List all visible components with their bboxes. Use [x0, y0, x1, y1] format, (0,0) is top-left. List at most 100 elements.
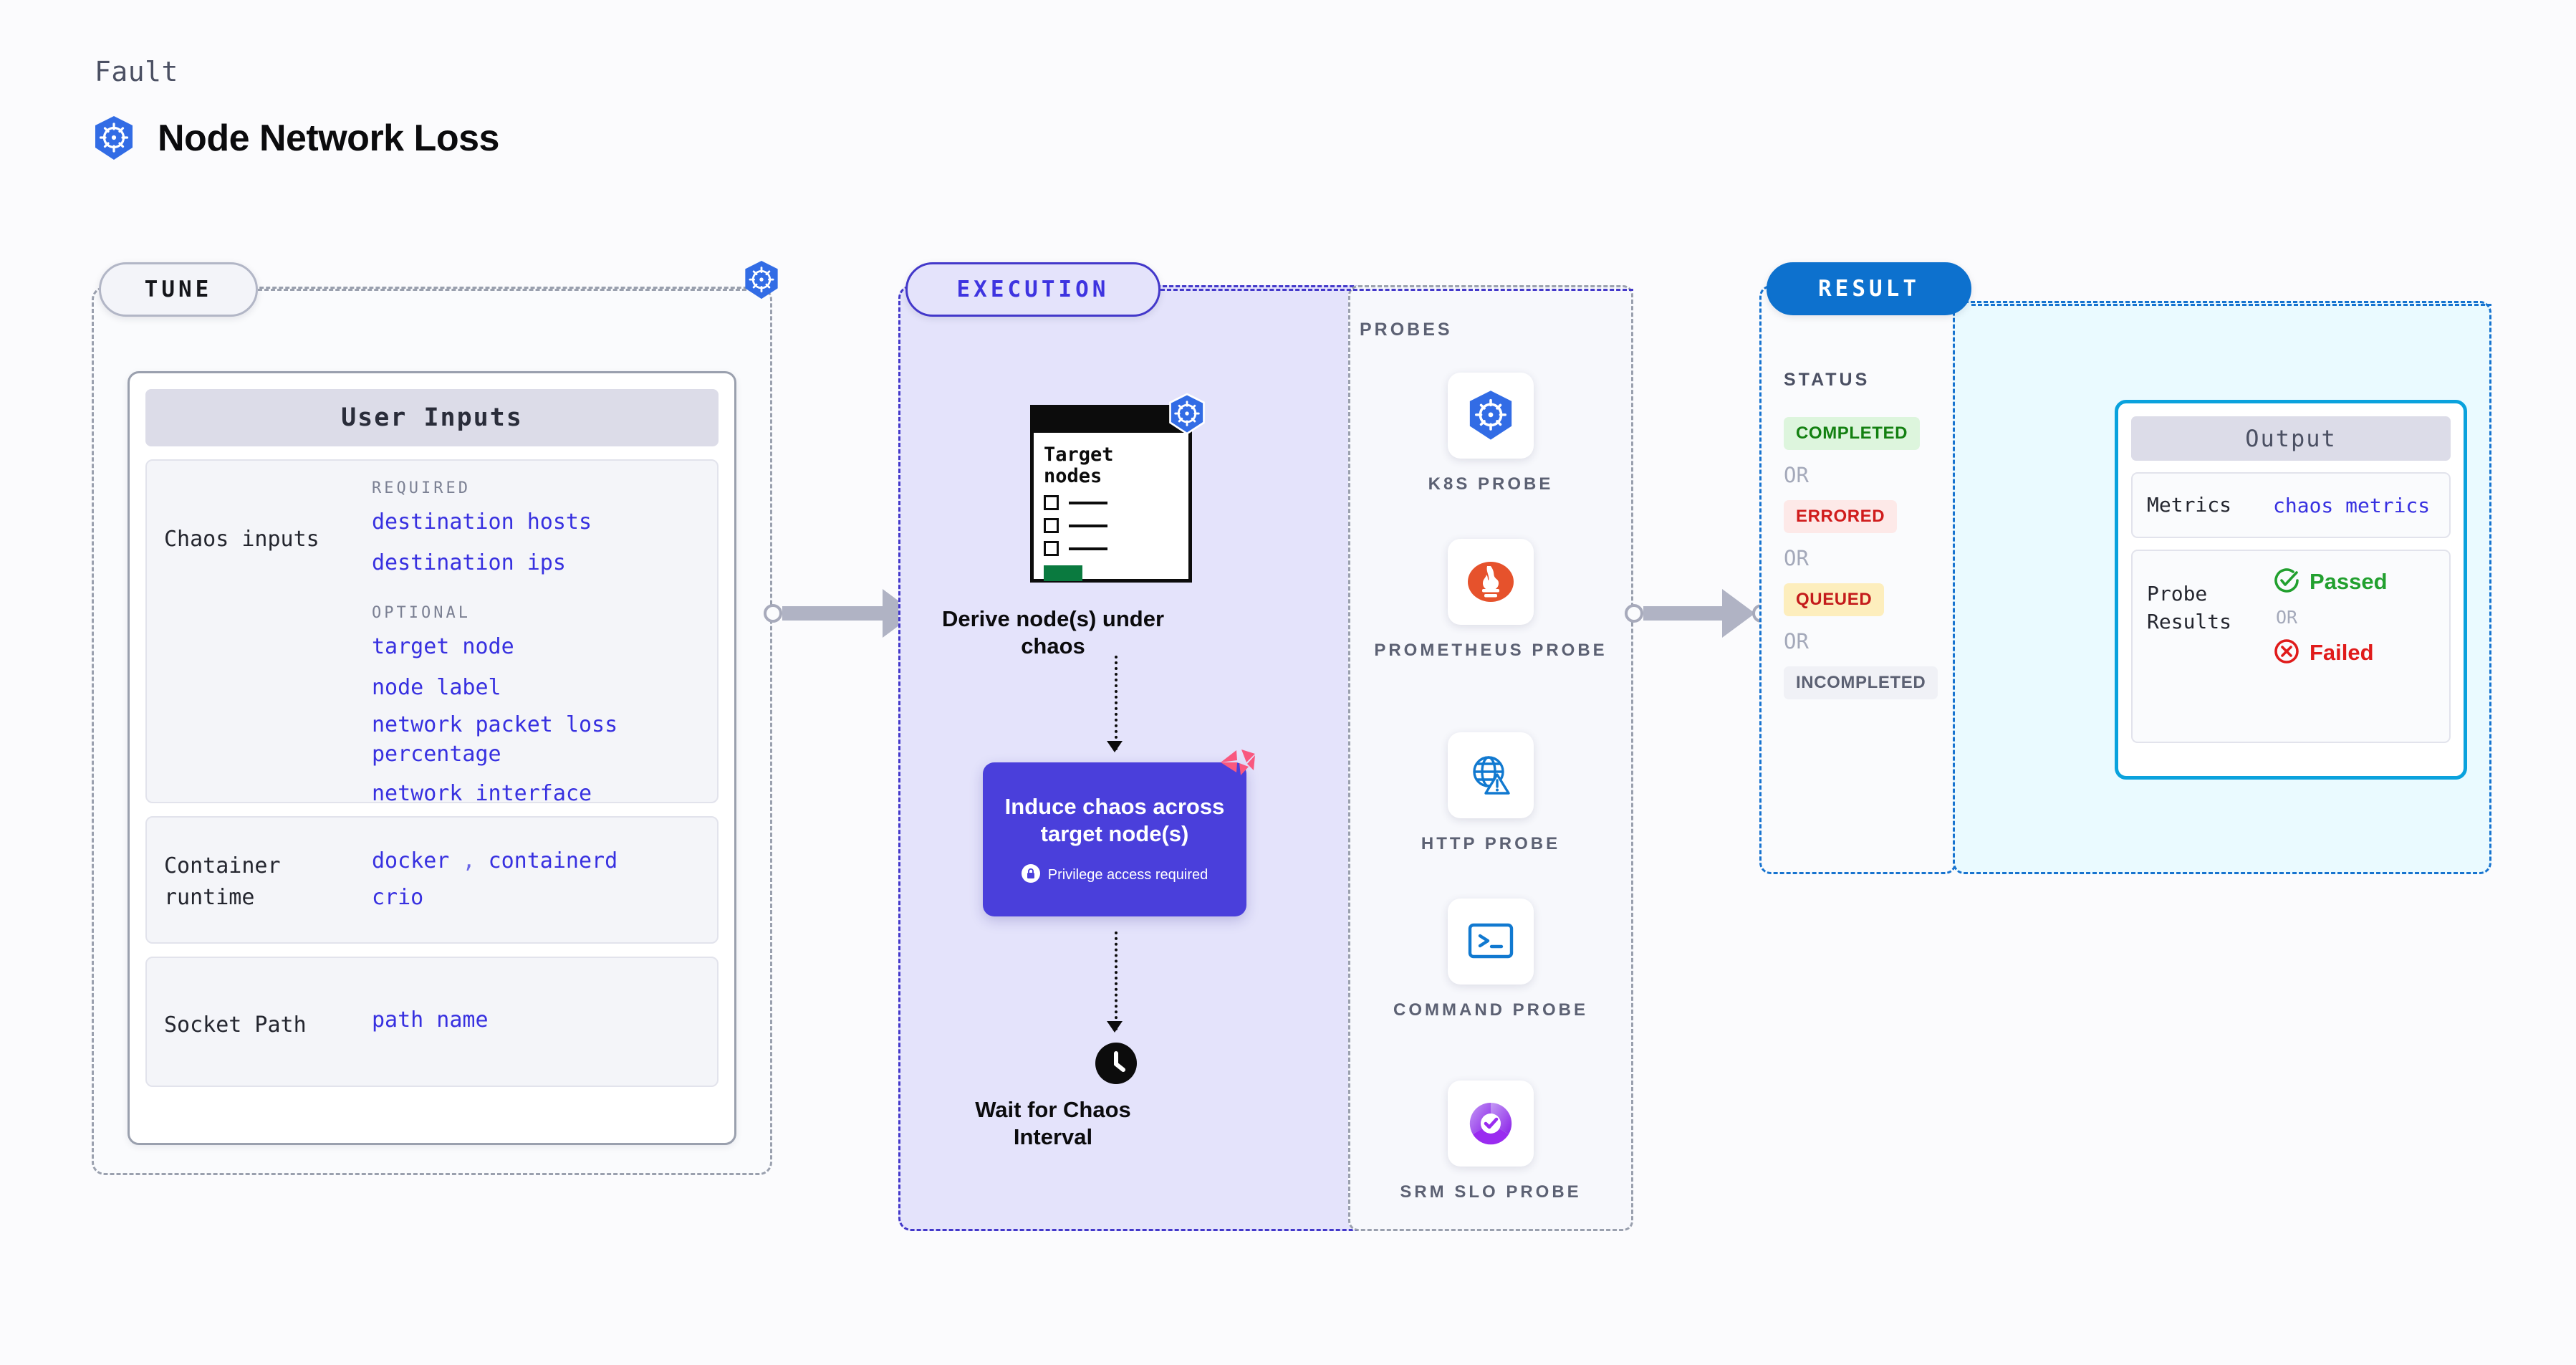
- result-status-panel: [1759, 285, 1956, 874]
- optional-heading: OPTIONAL: [372, 603, 471, 622]
- kubernetes-icon: [1448, 373, 1534, 459]
- status-list: COMPLETED OR ERRORED OR QUEUED OR INCOMP…: [1784, 417, 1948, 699]
- chaos-inputs-label: Chaos inputs: [164, 527, 319, 552]
- checkbox-icon[interactable]: [1044, 495, 1059, 511]
- connector-shaft: [782, 606, 884, 621]
- input-target-node[interactable]: target node: [372, 633, 514, 659]
- passed-text: Passed: [2310, 569, 2388, 594]
- check-circle-icon: [2273, 567, 2300, 597]
- probe-k8s[interactable]: K8S PROBE: [1348, 373, 1633, 496]
- submit-button[interactable]: [1044, 565, 1082, 582]
- list-line: [1069, 524, 1107, 527]
- chaos-inputs-section: Chaos inputs REQUIRED destination hosts …: [145, 459, 719, 806]
- clock-icon: [1095, 1043, 1137, 1087]
- runtime-docker[interactable]: docker: [372, 848, 450, 873]
- connector-shaft: [1643, 606, 1724, 621]
- tune-header-connector: [258, 289, 759, 291]
- probes-title: PROBES: [1360, 320, 1453, 340]
- socket-path-value[interactable]: path name: [372, 1007, 489, 1033]
- connector-dot-left: [1625, 604, 1643, 623]
- probe-result-failed: Failed: [2273, 638, 2388, 668]
- status-badge-incompleted: INCOMPLETED: [1784, 666, 1938, 699]
- probe-label: COMMAND PROBE: [1393, 1000, 1588, 1020]
- privilege-note-text: Privilege access required: [1047, 866, 1208, 883]
- prometheus-icon: [1448, 539, 1534, 625]
- checkbox-row[interactable]: [1044, 518, 1178, 534]
- metrics-label: Metrics: [2147, 493, 2232, 517]
- terminal-icon: [1448, 899, 1534, 985]
- list-line: [1069, 501, 1107, 504]
- required-heading: REQUIRED: [372, 479, 471, 497]
- container-runtime-label: Container runtime: [164, 853, 281, 910]
- probe-results-label: Probe Results: [2147, 582, 2232, 634]
- checkbox-row[interactable]: [1044, 495, 1178, 511]
- status-or: OR: [1784, 546, 1809, 570]
- target-nodes-card: Target nodes: [1030, 393, 1205, 583]
- page-title: Node Network Loss: [158, 118, 499, 159]
- checkbox-icon[interactable]: [1044, 541, 1059, 557]
- target-nodes-title: Target nodes: [1044, 444, 1114, 488]
- cross-circle-icon: [2273, 638, 2300, 668]
- execution-pill[interactable]: EXECUTION: [905, 262, 1160, 317]
- checkbox-icon[interactable]: [1044, 518, 1059, 534]
- execution-header-connector: [1160, 289, 1633, 291]
- metrics-section: Metrics chaos metrics: [2131, 472, 2451, 538]
- page-title-row: Node Network Loss: [92, 115, 499, 162]
- socket-path-label: Socket Path: [164, 1012, 307, 1038]
- induce-chaos-title: Induce chaos across target node(s): [1004, 793, 1225, 846]
- probe-prometheus[interactable]: PROMETHEUS PROBE: [1348, 539, 1633, 662]
- probe-label: HTTP PROBE: [1421, 834, 1561, 853]
- socket-path-section: Socket Path path name: [145, 957, 719, 1087]
- input-node-label[interactable]: node label: [372, 675, 501, 701]
- list-line: [1069, 547, 1107, 550]
- status-badge-queued: QUEUED: [1784, 583, 1885, 616]
- probe-label: K8S PROBE: [1428, 474, 1554, 494]
- output-card-title: Output: [2131, 416, 2451, 461]
- input-network-interface[interactable]: network interface: [372, 781, 592, 807]
- probe-label: SRM SLO PROBE: [1400, 1182, 1582, 1202]
- status-badge-completed: COMPLETED: [1784, 417, 1921, 450]
- connector-arrowhead: [1722, 589, 1755, 638]
- wait-interval-caption: Wait for Chaos Interval: [975, 1097, 1131, 1149]
- status-or: OR: [1784, 463, 1809, 487]
- probe-results-section: Probe Results Passed OR: [2131, 550, 2451, 743]
- page-eyebrow: Fault: [95, 56, 178, 87]
- tune-kubernetes-badge: [742, 259, 781, 304]
- browser-window: Target nodes: [1030, 393, 1205, 583]
- srm-slo-icon: [1448, 1081, 1534, 1167]
- globe-warning-icon: [1448, 732, 1534, 818]
- derive-nodes-caption: Derive node(s) under chaos: [941, 606, 1165, 658]
- kubernetes-icon: [92, 115, 136, 162]
- result-header-connector: [1971, 304, 2491, 306]
- status-badge-errored: ERRORED: [1784, 500, 1898, 533]
- lock-icon: [1021, 864, 1040, 886]
- input-network-packet-loss-percentage[interactable]: network packet loss percentage: [372, 712, 618, 767]
- connector-execution-to-result: [1625, 589, 1771, 638]
- probe-command[interactable]: COMMAND PROBE: [1348, 899, 1633, 1022]
- container-runtime-values-row: docker , containerd: [372, 846, 700, 876]
- result-pill[interactable]: RESULT: [1767, 262, 1971, 315]
- user-inputs-card: User Inputs Chaos inputs REQUIRED destin…: [128, 371, 736, 1145]
- induce-chaos-step[interactable]: Induce chaos across target node(s) Privi…: [983, 749, 1255, 916]
- input-destination-hosts[interactable]: destination hosts: [372, 509, 592, 535]
- probe-label: PROMETHEUS PROBE: [1374, 641, 1607, 660]
- probe-srm-slo[interactable]: SRM SLO PROBE: [1348, 1081, 1633, 1204]
- failed-text: Failed: [2310, 640, 2374, 665]
- status-or: OR: [1784, 629, 1809, 653]
- probe-result-or: OR: [2276, 607, 2298, 628]
- runtime-containerd[interactable]: containerd: [488, 848, 618, 873]
- output-card: Output Metrics chaos metrics Probe Resul…: [2115, 400, 2467, 780]
- browser-titlebar: [1034, 408, 1188, 433]
- harness-icon: [1218, 747, 1258, 785]
- probe-http[interactable]: HTTP PROBE: [1348, 732, 1633, 856]
- connector-dot-left: [764, 604, 782, 623]
- user-inputs-title: User Inputs: [145, 389, 719, 446]
- runtime-crio[interactable]: crio: [372, 885, 424, 911]
- input-destination-ips[interactable]: destination ips: [372, 550, 566, 576]
- tune-pill[interactable]: TUNE: [99, 262, 258, 317]
- metrics-value[interactable]: chaos metrics: [2273, 493, 2431, 517]
- runtime-separator: ,: [462, 848, 476, 873]
- container-runtime-section: Container runtime docker , containerd cr…: [145, 816, 719, 944]
- checkbox-row[interactable]: [1044, 541, 1178, 557]
